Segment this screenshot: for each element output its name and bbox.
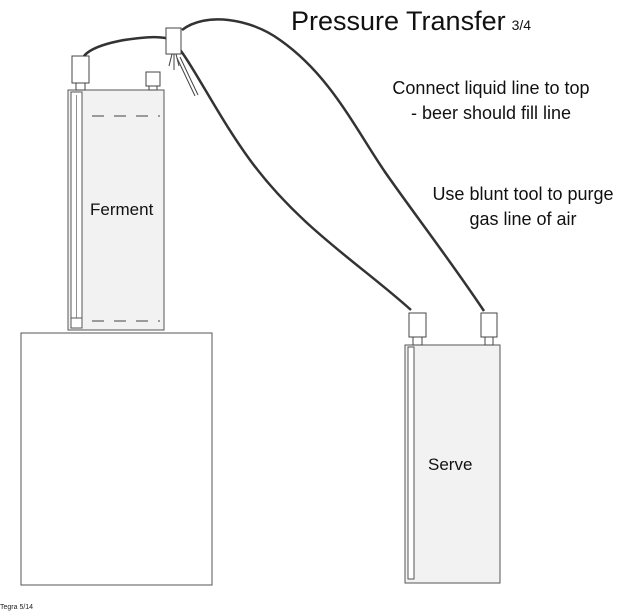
serve-dip-tube	[407, 346, 415, 580]
liquid-line	[83, 35, 412, 311]
gas-disconnect-fitting	[165, 27, 182, 70]
instruction-line: gas line of air	[469, 209, 577, 229]
serve-gas-post	[480, 312, 498, 338]
blunt-purge-tool	[176, 56, 199, 97]
instruction-connect-liquid: Connect liquid line to top - beer should…	[366, 76, 616, 126]
credit-text: Tegra 5/14	[0, 604, 34, 611]
instruction-line: Connect liquid line to top	[392, 78, 590, 98]
base-stand	[20, 332, 213, 586]
page-title: Pressure Transfer 3/4	[291, 6, 531, 37]
instruction-line: Use blunt tool to purge	[432, 184, 614, 204]
serve-vessel	[404, 312, 501, 584]
ferment-vessel	[67, 55, 165, 331]
serve-liquid-post	[408, 312, 427, 338]
instruction-purge-gas: Use blunt tool to purge gas line of air	[415, 182, 630, 232]
title-step: 3/4	[511, 17, 532, 33]
ferment-gas-post	[145, 71, 161, 87]
instruction-line: - beer should fill line	[410, 103, 572, 123]
ferment-liquid-post	[71, 55, 90, 84]
title-text: Pressure Transfer	[291, 6, 506, 36]
ferment-label: Ferment	[90, 200, 154, 219]
serve-label: Serve	[428, 455, 473, 474]
gas-line	[181, 18, 486, 312]
